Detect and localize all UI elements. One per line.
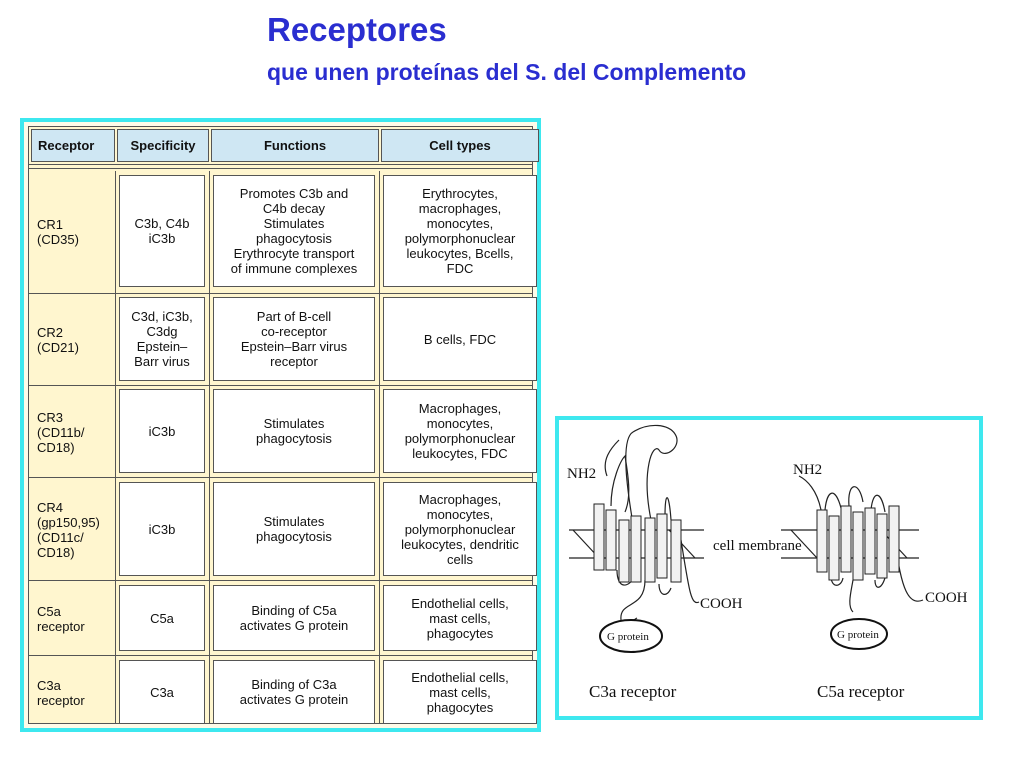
transmembrane-helix [618,519,630,583]
table-cell-functions: Stimulates phagocytosis [213,389,375,473]
transmembrane-helix [876,513,888,579]
transmembrane-helix [630,515,642,583]
receptor-diagram-drawing: NH2 COOH G protein C3a receptor cell mem… [567,424,968,701]
membrane-hatch [790,529,818,559]
table-row-receptor: C3a receptor [37,678,85,708]
g-protein-oval [830,618,888,650]
table-cell-functions: Binding of C3a activates G protein [213,660,375,724]
row-divider [29,477,532,478]
table-cell-specificity: C3b, C4b iC3b [119,175,205,287]
table-cell-cell-types: Macrophages, monocytes, polymorphonuclea… [383,389,537,473]
page-subtitle: que unen proteínas del S. del Complement… [267,59,747,85]
table-cell-cell-types: B cells, FDC [383,297,537,381]
table-cell-specificity: C5a [119,585,205,651]
extracellular-loop [664,497,672,521]
table-cell-specificity: iC3b [119,482,205,576]
table-cell-functions: Promotes C3b and C4b decay Stimulates ph… [213,175,375,287]
transmembrane-helix [816,509,828,573]
table-cell-cell-types: Endothelial cells, mast cells, phagocyte… [383,585,537,651]
table-cell-functions: Binding of C5a activates G protein [213,585,375,651]
row-divider [29,580,532,581]
intracellular-loop [849,579,854,613]
transmembrane-helix [605,509,617,571]
table-cell-specificity: iC3b [119,389,205,473]
table-row-receptor: C5a receptor [37,603,85,634]
transmembrane-helix [670,519,682,583]
column-header-cell-types: Cell types [381,129,539,162]
table-cell-cell-types: Macrophages, monocytes, polymorphonuclea… [383,482,537,576]
extracellular-loop [870,494,886,513]
transmembrane-helix [888,505,900,573]
table-row-receptor: CR2 (CD21) [37,325,79,355]
c-terminus-chain [680,539,700,604]
table-body: Receptor Specificity Functions Cell type… [28,126,539,724]
intracellular-loop [874,577,886,588]
table-row-receptor: CR3 (CD11b/ CD18) [37,409,85,455]
column-header-receptor: Receptor [31,129,115,162]
column-divider [379,171,380,723]
extracellular-loop [625,424,678,525]
table-cell-specificity: C3a [119,660,205,724]
transmembrane-helix [644,517,656,583]
table-cell-cell-types: Erythrocytes, macrophages, monocytes, po… [383,175,537,287]
table-cell-functions: Stimulates phagocytosis [213,482,375,576]
transmembrane-helix [840,505,852,573]
row-divider [29,293,532,294]
header-divider [29,164,532,165]
intracellular-loop [620,579,646,625]
column-header-functions: Functions [211,129,379,162]
page-title: Receptores [267,11,447,48]
table-row-receptor: CR1 (CD35) [37,217,79,247]
n-terminus-chain [604,439,620,477]
g-protein-label: G protein [607,631,649,643]
transmembrane-helix [593,503,605,571]
table-cell-specificity: C3d, iC3b, C3dg Epstein– Barr virus [119,297,205,381]
transmembrane-helix [656,513,668,579]
c-terminus-label: COOH [925,590,968,606]
g-protein-oval [599,619,663,653]
extracellular-loop [848,486,864,507]
n-terminus-label: NH2 [793,462,822,478]
transmembrane-helix [864,507,876,575]
column-divider [115,171,116,723]
intracellular-loop [658,583,672,595]
header-divider [29,168,532,169]
g-protein-label: G protein [837,629,879,641]
n-terminus-label: NH2 [567,466,596,482]
table-cell-functions: Part of B-cell co-receptor Epstein–Barr … [213,297,375,381]
n-terminus-chain [798,475,822,511]
extracellular-loop [610,454,630,513]
membrane-label: cell membrane [713,538,802,554]
c-terminus-label: COOH [700,596,743,612]
receptor-diagram: NH2 COOH G protein C3a receptor cell mem… [555,416,983,720]
column-header-specificity: Specificity [117,129,209,162]
diagram-caption: C3a receptor [589,682,677,701]
table-row-receptor: CR4 (gp150,95) (CD11c/ CD18) [37,499,100,560]
receptor-table: Receptor Specificity Functions Cell type… [20,118,541,732]
transmembrane-helix [828,515,840,581]
row-divider [29,385,532,386]
table-cell-cell-types: Endothelial cells, mast cells, phagocyte… [383,660,537,724]
row-divider [29,655,532,656]
column-divider [209,171,210,723]
extracellular-loop [824,492,842,511]
diagram-caption: C5a receptor [817,682,905,701]
transmembrane-helix [852,511,864,581]
